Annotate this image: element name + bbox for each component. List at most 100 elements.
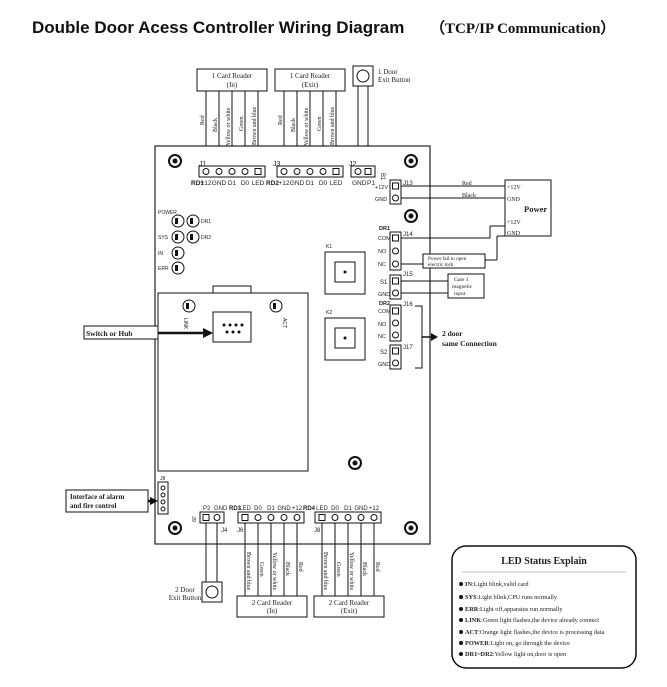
- bottom-reader-in-line1: 2 Card Reader: [252, 599, 293, 607]
- led-item-text-in: :Light blink,valid card: [472, 581, 529, 588]
- gate-line1: Gate 1: [454, 277, 469, 283]
- rd2-label: RD2: [266, 180, 279, 187]
- led-item-text-err: :Light off,apparatus run normally: [478, 606, 563, 613]
- j16-nc: NC: [378, 334, 386, 340]
- power-black-label: Black: [462, 193, 476, 199]
- j15-terminal: [389, 274, 402, 300]
- top-in-wire-red: Red: [200, 115, 206, 125]
- led-item-key-sys: SYS: [465, 594, 477, 601]
- power-red-label: Red: [462, 181, 472, 187]
- rd4-pin-d1: D1: [344, 506, 352, 512]
- rd3-label: RD3: [229, 506, 242, 512]
- bottom-in-wire-black: Black: [284, 562, 290, 576]
- led-status-title: LED Status Explain: [501, 556, 587, 567]
- rj45-port: [212, 311, 252, 343]
- rd2-pin-gnd: GND: [290, 180, 305, 187]
- j15-label: J15: [403, 272, 413, 278]
- dr2-label: DR2: [379, 301, 390, 307]
- bottom-in-wire-red: Red: [297, 562, 303, 572]
- top-exit-button-circle: [356, 69, 370, 83]
- switch-hub-label: Switch or Hub: [86, 329, 133, 338]
- j4-terminal: [199, 511, 225, 524]
- led-sys-label: SYS: [158, 235, 169, 241]
- j4-label: J4: [221, 528, 228, 534]
- top-exit-button-line1: 1 Door: [378, 68, 398, 76]
- bottom-in-wire-green: Green: [258, 562, 264, 577]
- bottom-exit-button-circle: [205, 585, 219, 599]
- j17-label: J17: [403, 345, 413, 351]
- top-in-wire-yellow: Yellow or white: [226, 107, 232, 146]
- relay-k1-label: K1: [326, 244, 332, 250]
- psu-gnd: GND: [507, 197, 521, 203]
- bottom-exit-wire-green: Green: [335, 562, 341, 577]
- bottom-reader-in-wires: [244, 523, 298, 596]
- door2-line2: same Connection: [442, 339, 498, 348]
- rd4-pin-12: +12: [369, 506, 380, 512]
- b1-label: B1: [379, 173, 385, 181]
- switch-hub-arrowhead: [203, 328, 213, 338]
- psu-12v-2: +12V: [507, 220, 521, 226]
- rd2-pin-led: LED: [330, 180, 343, 187]
- led-status-list: IN:Light blink,valid card SYS:Light blin…: [459, 581, 605, 658]
- led-item-key-err: ERR: [465, 606, 479, 613]
- bottom-exit-button-line1: 2 Door: [175, 586, 195, 594]
- rj45-pins: [222, 323, 244, 334]
- svg-text:IN:Light blink,valid card: IN:Light blink,valid card: [465, 581, 529, 588]
- rd4-pin-d0: D0: [331, 506, 339, 512]
- bottom-exit-wire-brown: Brown and blue: [322, 552, 328, 591]
- top-reader-in-line1: 1 Card Reader: [212, 72, 253, 80]
- j14-nc: NC: [378, 262, 386, 268]
- j15-gnd: GND: [378, 292, 390, 298]
- j14-no: NO: [378, 249, 387, 255]
- link-led-label: LINK: [182, 318, 188, 330]
- rd1-pin-gnd: GND: [212, 180, 227, 187]
- door2-line1: 2 door: [442, 329, 463, 338]
- top-exit-wire-green: Green: [317, 116, 323, 131]
- led-item-key-link: LINK: [465, 617, 481, 624]
- bottom-in-wire-brown: Brown and blue: [245, 552, 251, 591]
- led-item-key-dr: DR1~DR2: [465, 651, 493, 658]
- diagram-title-suffix: （TCP/IP Communication）: [430, 19, 615, 37]
- bottom-reader-exit-line2: (Exit): [341, 607, 358, 615]
- led-item-text-sys: :Light blink,CPU runs normally: [477, 594, 558, 601]
- led-cluster: POWER DR1 SYS DR2 IN ERR: [158, 210, 211, 275]
- j2-terminal: [350, 165, 376, 178]
- led-item-key-act: ACT: [465, 629, 479, 636]
- svg-text:ERR:Light off,apparatus run no: ERR:Light off,apparatus run normally: [465, 606, 563, 613]
- top-reader-exit-line1: 1 Card Reader: [290, 72, 331, 80]
- j2-pin-p1-label: P1: [367, 180, 375, 187]
- j3-pins: [280, 168, 340, 175]
- bottom-reader-exit-line1: 2 Card Reader: [329, 599, 370, 607]
- j17-gnd: GND: [378, 362, 390, 368]
- svg-text:POWER:Light on, go through the: POWER:Light on, go through the device: [465, 640, 570, 647]
- psu-12v: +12V: [507, 185, 521, 191]
- bottom-exit-wire-yellow: Yellow or white: [348, 552, 354, 591]
- rd1-pin-12: +12: [200, 180, 211, 187]
- rd2-pin-d0: D0: [319, 180, 328, 187]
- j17-s2: S2: [380, 350, 388, 356]
- top-exit-wire-yellow: Yellow or white: [304, 107, 310, 146]
- j2-pin-p1: [364, 168, 372, 175]
- led-err-label: ERR: [158, 266, 169, 272]
- bottom-reader-exit-wires: [321, 523, 375, 596]
- j2-pin-gnd: [354, 168, 362, 175]
- j13-12v: +12V: [375, 185, 388, 191]
- psu-gnd-2: GND: [507, 231, 521, 237]
- svg-text:ACT:Orange light flashes,the d: ACT:Orange light flashes,the device is p…: [465, 629, 605, 636]
- top-in-wire-black: Black: [213, 118, 219, 132]
- svg-text:DR1~DR2:Yellow light on,door i: DR1~DR2:Yellow light on,door is open: [465, 651, 567, 658]
- j8-pins: [160, 485, 166, 512]
- bottom-reader-exit-box: [313, 595, 385, 618]
- top-reader-exit-line2: (Exit): [302, 81, 319, 89]
- bottom-in-wire-yellow: Yellow or white: [271, 552, 277, 591]
- bottom-exit-button-wires: [205, 523, 218, 582]
- top-exit-wire-black: Black: [291, 118, 297, 132]
- dr1-label: DR1: [379, 226, 390, 232]
- led-dr2-label: DR2: [201, 235, 211, 241]
- j13-terminal: [389, 179, 402, 205]
- top-exit-wire-red: Red: [278, 115, 284, 125]
- j1-label: J1: [199, 161, 207, 168]
- power-supply: [504, 179, 552, 237]
- top-exit-wire-brown: Brown and blue: [330, 106, 336, 145]
